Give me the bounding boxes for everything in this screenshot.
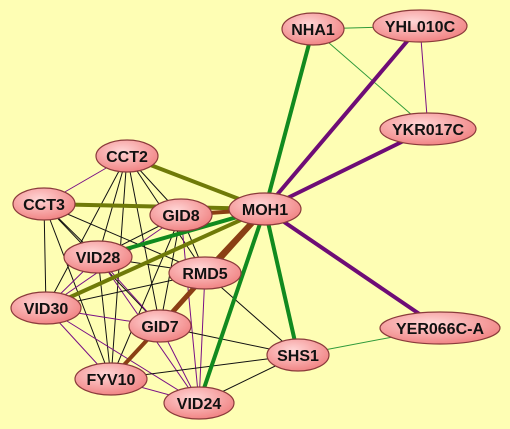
edge-cct2-vid30 (45, 155, 128, 309)
node-ellipse[interactable] (74, 362, 148, 396)
node-yhl010c[interactable]: YHL010C (372, 9, 468, 43)
node-ellipse[interactable] (228, 192, 302, 226)
edge-yhl010c-ykr017c (419, 25, 429, 130)
edge-moh1-vid24 (197, 207, 267, 405)
node-ellipse[interactable] (10, 291, 82, 325)
edge-gid8-fyv10 (110, 214, 182, 380)
node-label: NHA1 (291, 22, 335, 39)
node-ellipse[interactable] (266, 338, 330, 372)
node-ellipse[interactable] (379, 112, 477, 146)
node-label: SHS1 (277, 348, 319, 365)
node-ellipse[interactable] (163, 386, 235, 420)
edge-moh1-vid30 (44, 207, 267, 310)
node-moh1[interactable]: MOH1 (228, 192, 302, 226)
node-gid8[interactable]: GID8 (149, 198, 213, 232)
node-cct2[interactable]: CCT2 (95, 139, 159, 173)
edge-vid28-fyv10 (97, 256, 112, 380)
node-label: YHL010C (385, 19, 456, 36)
node-gid7[interactable]: GID7 (128, 309, 192, 343)
edge-rmd5-vid24 (198, 272, 206, 404)
node-shs1[interactable]: SHS1 (266, 338, 330, 372)
node-label: FYV10 (87, 372, 136, 389)
edge-moh1-nha1 (263, 27, 315, 211)
node-label: RMD5 (182, 266, 227, 283)
node-ykr017c[interactable]: YKR017C (379, 112, 477, 146)
node-rmd5[interactable]: RMD5 (168, 256, 242, 290)
node-label: MOH1 (242, 202, 288, 219)
node-ellipse[interactable] (379, 311, 501, 345)
node-ellipse[interactable] (372, 9, 468, 43)
node-ellipse[interactable] (95, 139, 159, 173)
node-label: GID7 (141, 319, 178, 336)
node-nha1[interactable]: NHA1 (281, 12, 345, 46)
node-label: VID24 (177, 396, 222, 413)
node-ellipse[interactable] (12, 187, 76, 221)
edge-cct3-vid30 (43, 203, 47, 309)
node-label: YKR017C (392, 122, 464, 139)
node-fyv10[interactable]: FYV10 (74, 362, 148, 396)
node-ellipse[interactable] (149, 198, 213, 232)
edge-moh1-shs1 (263, 207, 300, 357)
edge-moh1-yer066c-a (263, 207, 442, 330)
node-ellipse[interactable] (63, 240, 133, 274)
node-label: GID8 (162, 208, 199, 225)
edge-cct3-rmd5 (43, 203, 206, 274)
node-label: CCT3 (23, 197, 65, 214)
node-yer066c-a[interactable]: YER066C-A (379, 311, 501, 345)
node-ellipse[interactable] (168, 256, 242, 290)
node-vid24[interactable]: VID24 (163, 386, 235, 420)
edge-vid30-vid24 (45, 307, 200, 404)
node-label: VID28 (76, 250, 121, 267)
node-cct3[interactable]: CCT3 (12, 187, 76, 221)
node-label: CCT2 (106, 149, 148, 166)
node-ellipse[interactable] (128, 309, 192, 343)
node-label: YER066C-A (396, 321, 484, 338)
node-label: VID30 (24, 301, 69, 318)
edge-moh1-yhl010c (263, 24, 422, 211)
edge-nha1-ykr017c (312, 28, 429, 130)
edge-cct3-fyv10 (43, 203, 112, 380)
node-ellipse[interactable] (281, 12, 345, 46)
node-vid28[interactable]: VID28 (63, 240, 133, 274)
node-vid30[interactable]: VID30 (10, 291, 82, 325)
